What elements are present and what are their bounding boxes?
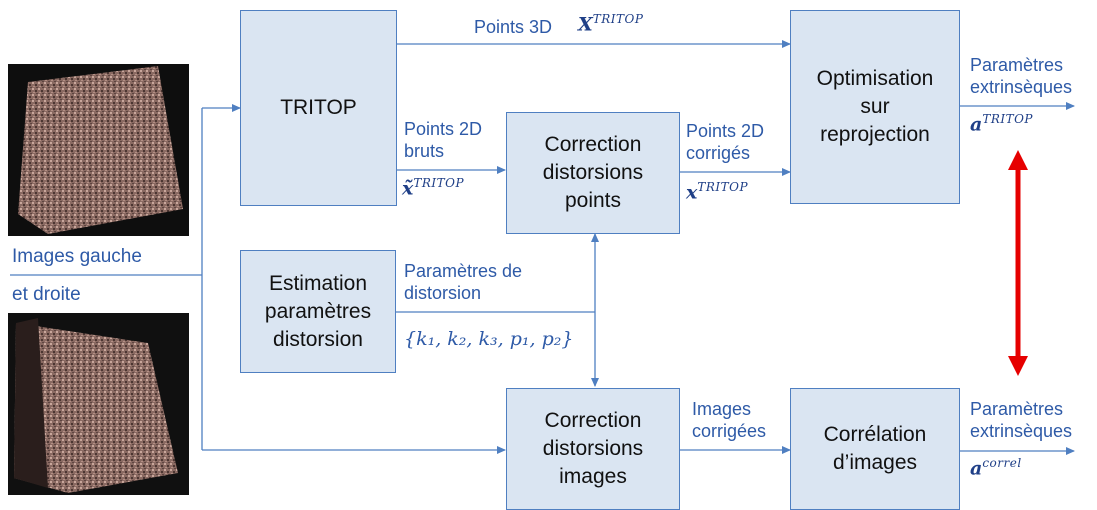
right-image-photo (8, 313, 189, 495)
images-label-line1: Images gauche (12, 246, 142, 267)
points2d-bruts-symbol: x̃TRITOP (402, 176, 465, 200)
correction-points-box: Correction distorsions points (506, 112, 680, 234)
correction-images-box: Correction distorsions images (506, 388, 680, 510)
comparison-arrowhead-top (1008, 150, 1028, 170)
distortion-params-set: {k₁, k₂, k₃, p₁, p₂} (404, 328, 574, 350)
points2d-corriges-symbol: xTRITOP (686, 180, 749, 204)
tritop-box: TRITOP (240, 10, 397, 206)
extrinsic-params-bottom-symbol: acorrel (970, 456, 1022, 480)
left-image-photo (8, 64, 189, 236)
correlation-box: Corrélation d’images (790, 388, 960, 510)
optimisation-box: Optimisation sur reprojection (790, 10, 960, 204)
points3d-symbol: XTRITOP (578, 12, 644, 36)
points2d-bruts-label: Points 2D bruts (404, 119, 483, 161)
points3d-label: Points 3D (474, 17, 553, 37)
points2d-corriges-label: Points 2D corrigés (686, 121, 765, 163)
comparison-arrowhead-bottom (1008, 356, 1028, 376)
estimation-box: Estimation paramètres distorsion (240, 250, 396, 373)
images-corrigees-label: Images corrigées (692, 399, 767, 441)
extrinsic-params-bottom-label: Paramètres extrinsèques (970, 399, 1073, 441)
extrinsic-params-top-label: Paramètres extrinsèques (970, 55, 1073, 97)
images-label-line2: et droite (12, 284, 81, 305)
distortion-params-label: Paramètres de distorsion (404, 261, 523, 303)
extrinsic-params-top-symbol: aTRITOP (970, 112, 1034, 136)
